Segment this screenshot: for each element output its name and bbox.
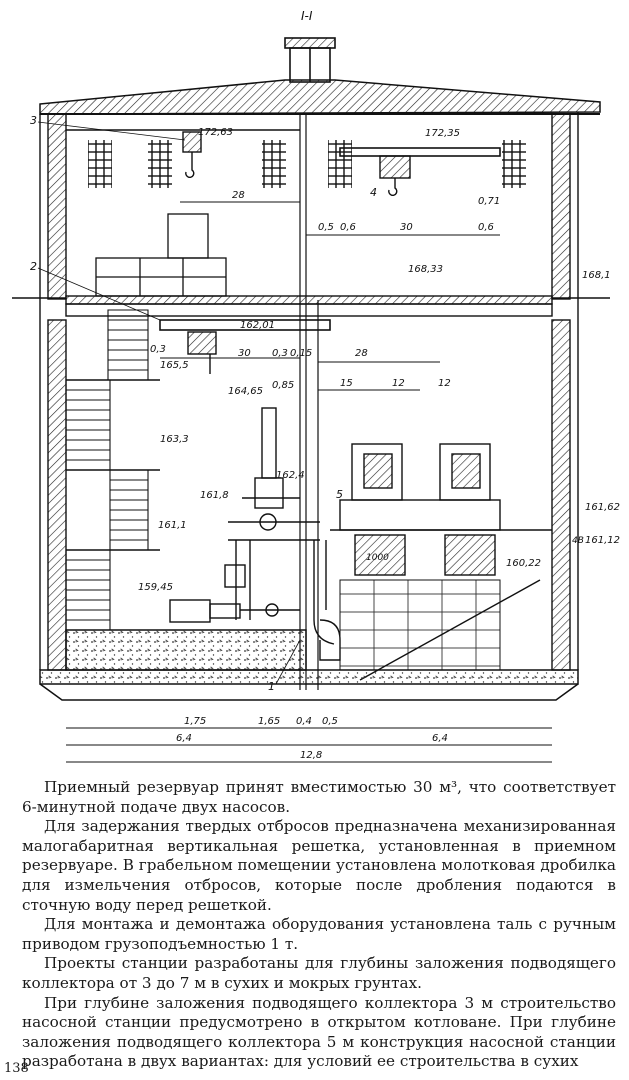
pump-assembly — [169, 407, 341, 661]
svg-text:160,22: 160,22 — [506, 558, 541, 569]
crusher-unit — [95, 213, 227, 297]
svg-text:165,5: 165,5 — [160, 360, 189, 371]
svg-text:0,5: 0,5 — [322, 716, 338, 727]
svg-text:161,1: 161,1 — [158, 520, 187, 531]
svg-text:2: 2 — [30, 260, 37, 273]
pumping-station-section-drawing: I-I — [12, 9, 620, 763]
svg-text:4: 4 — [370, 186, 377, 199]
mark-0-71: 0,71 — [478, 196, 500, 207]
elevation-markers: 172,63 172,35 168,33 168,1 162,01 165,5 … — [138, 127, 620, 593]
paragraph: Приемный резервуар принят вместимостью 3… — [22, 778, 616, 816]
hoist-lower — [187, 331, 217, 374]
svg-text:3: 3 — [30, 114, 37, 127]
svg-text:28: 28 — [232, 190, 245, 201]
svg-text:0,15: 0,15 — [290, 348, 312, 359]
svg-text:0,6: 0,6 — [478, 222, 494, 233]
hoist-4 — [379, 155, 411, 196]
screen-mark-1000: 1000 — [366, 553, 389, 563]
svg-text:1: 1 — [268, 680, 275, 693]
section-label: I-I — [301, 9, 313, 23]
page-number: 138 — [4, 1061, 29, 1076]
svg-text:159,45: 159,45 — [138, 582, 173, 593]
svg-text:161,62: 161,62 — [585, 502, 620, 513]
svg-text:162,4: 162,4 — [276, 470, 305, 481]
dimension-values: 28 0,5 0,6 30 0,6 0,3 30 0,3 0,15 28 0,8… — [150, 190, 494, 761]
svg-text:168,1: 168,1 — [582, 270, 611, 281]
exterior-walls — [39, 112, 579, 671]
svg-text:164,65: 164,65 — [228, 386, 263, 397]
svg-text:1,65: 1,65 — [258, 716, 280, 727]
svg-text:6,4: 6,4 — [176, 733, 192, 744]
svg-text:0,3: 0,3 — [150, 344, 166, 355]
svg-text:12: 12 — [392, 378, 405, 389]
svg-text:161,8: 161,8 — [200, 490, 229, 501]
svg-text:168,33: 168,33 — [408, 264, 443, 275]
central-partition — [299, 114, 319, 690]
floor-slab — [12, 295, 610, 317]
svg-text:172,63: 172,63 — [198, 127, 233, 138]
svg-text:161,12: 161,12 — [585, 535, 620, 546]
screen-units — [330, 443, 552, 576]
hoist-3 — [182, 131, 202, 178]
svg-text:0,6: 0,6 — [340, 222, 356, 233]
svg-text:0,85: 0,85 — [272, 380, 294, 391]
mark-4v: 4В — [572, 536, 584, 546]
svg-text:172,35: 172,35 — [425, 128, 460, 139]
callout-labels: 1 2 3 4 5 — [30, 114, 377, 693]
dimension-lines — [66, 201, 552, 763]
svg-text:1,75: 1,75 — [184, 716, 206, 727]
svg-text:12: 12 — [438, 378, 451, 389]
svg-text:0,5: 0,5 — [318, 222, 334, 233]
svg-text:30: 30 — [238, 348, 251, 359]
roof — [39, 79, 601, 115]
svg-text:163,3: 163,3 — [160, 434, 189, 445]
svg-text:12,8: 12,8 — [300, 750, 322, 761]
svg-text:30: 30 — [400, 222, 413, 233]
svg-text:6,4: 6,4 — [432, 733, 448, 744]
body-text: Приемный резервуар принят вместимостью 3… — [22, 778, 616, 1072]
paragraph: При глубине заложения подводящего коллек… — [22, 993, 616, 1071]
svg-text:0,3: 0,3 — [272, 348, 288, 359]
block-wall — [339, 579, 501, 671]
svg-text:15: 15 — [340, 378, 353, 389]
roof-vent — [284, 37, 336, 83]
foundation — [39, 629, 579, 701]
svg-text:28: 28 — [355, 348, 368, 359]
windows — [88, 140, 526, 188]
sloped-channel — [359, 579, 541, 681]
paragraph: Для задержания твердых отбросов предназн… — [22, 817, 616, 914]
svg-text:0,4: 0,4 — [296, 716, 312, 727]
svg-text:162,01: 162,01 — [240, 320, 275, 331]
paragraph: Проекты станции разработаны для глубины … — [22, 954, 616, 992]
paragraph: Для монтажа и демонтажа оборудования уст… — [22, 915, 616, 953]
svg-text:5: 5 — [336, 488, 343, 501]
